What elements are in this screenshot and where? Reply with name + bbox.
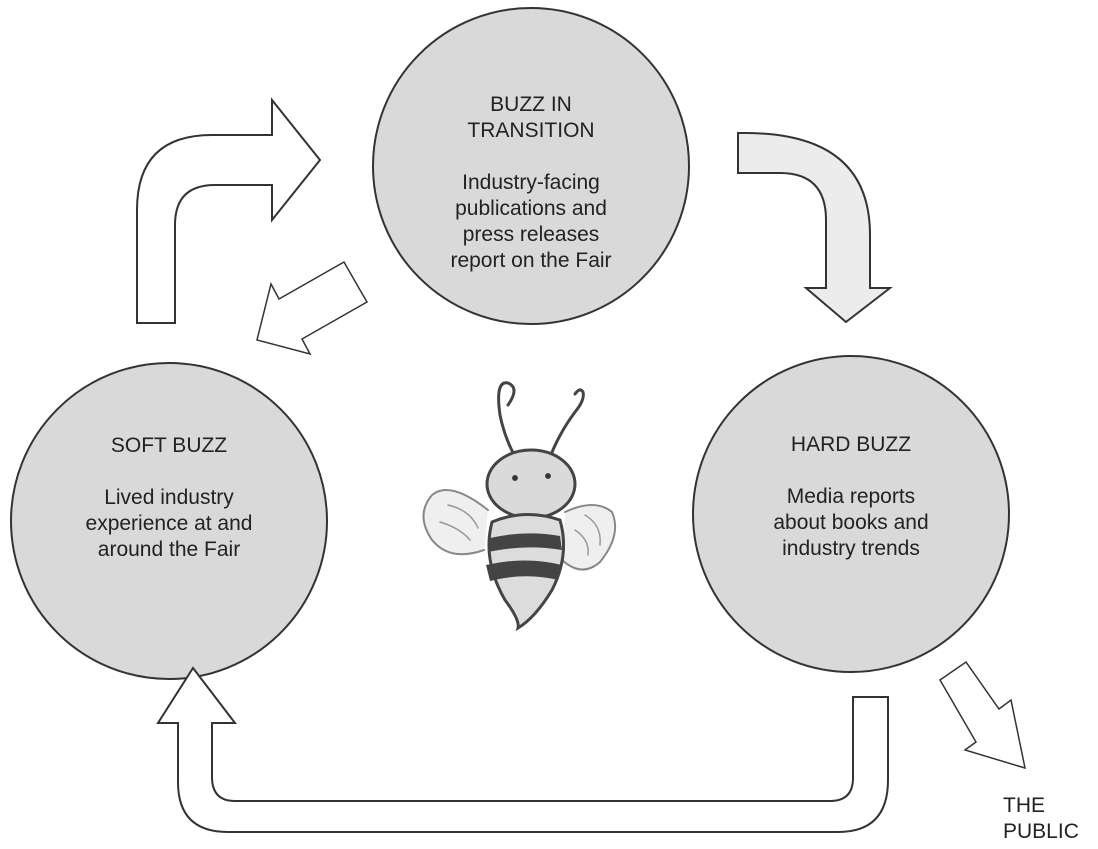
public-label: THE PUBLIC xyxy=(1003,793,1079,845)
node-transition: BUZZ IN TRANSITION Industry-facing publi… xyxy=(421,92,641,274)
node-soft-desc-line-3: around the Fair xyxy=(97,538,241,561)
node-transition-desc-line-4: report on the Fair xyxy=(450,249,612,272)
node-transition-description: Industry-facing publications and press r… xyxy=(421,170,641,274)
node-hard-desc-line-2: about books and xyxy=(773,511,929,534)
node-circle-hard xyxy=(692,355,1010,673)
node-soft: SOFT BUZZ Lived industry experience at a… xyxy=(59,433,279,563)
node-soft-description: Lived industry experience at and around … xyxy=(59,485,279,563)
node-transition-title-line-1: BUZZ IN xyxy=(490,93,572,116)
node-hard-title-line-1: HARD BUZZ xyxy=(790,433,912,456)
node-soft-desc-line-2: experience at and xyxy=(85,512,253,535)
node-soft-desc-line-1: Lived industry xyxy=(104,486,234,509)
node-transition-title-line-2: TRANSITION xyxy=(467,119,595,142)
node-transition-desc-line-2: publications and xyxy=(455,197,607,220)
node-transition-title: BUZZ IN TRANSITION xyxy=(421,92,641,144)
node-transition-desc-line-3: press releases xyxy=(462,223,600,246)
public-label-line-1: THE xyxy=(1003,794,1045,817)
public-label-line-2: PUBLIC xyxy=(1003,820,1079,843)
bee-illustration xyxy=(422,381,616,632)
node-hard-desc-line-3: industry trends xyxy=(782,537,920,560)
arrow-hard-to-soft xyxy=(156,666,889,833)
node-hard-desc-line-1: Media reports xyxy=(786,485,916,508)
node-circle-transition xyxy=(372,7,690,325)
node-soft-title-line-1: SOFT BUZZ xyxy=(110,434,228,457)
node-soft-title: SOFT BUZZ xyxy=(59,433,279,459)
node-hard-description: Media reports about books and industry t… xyxy=(741,484,961,562)
arrow-soft-to-transition xyxy=(136,97,322,324)
node-circle-soft xyxy=(10,362,328,680)
node-hard-title: HARD BUZZ xyxy=(741,432,961,458)
arrow-transition-to-hard xyxy=(737,132,893,324)
arrow-transition-to-soft xyxy=(256,260,369,356)
node-transition-desc-line-1: Industry-facing xyxy=(462,171,600,194)
node-hard: HARD BUZZ Media reports about books and … xyxy=(741,432,961,562)
arrow-hard-to-public xyxy=(939,660,1026,770)
